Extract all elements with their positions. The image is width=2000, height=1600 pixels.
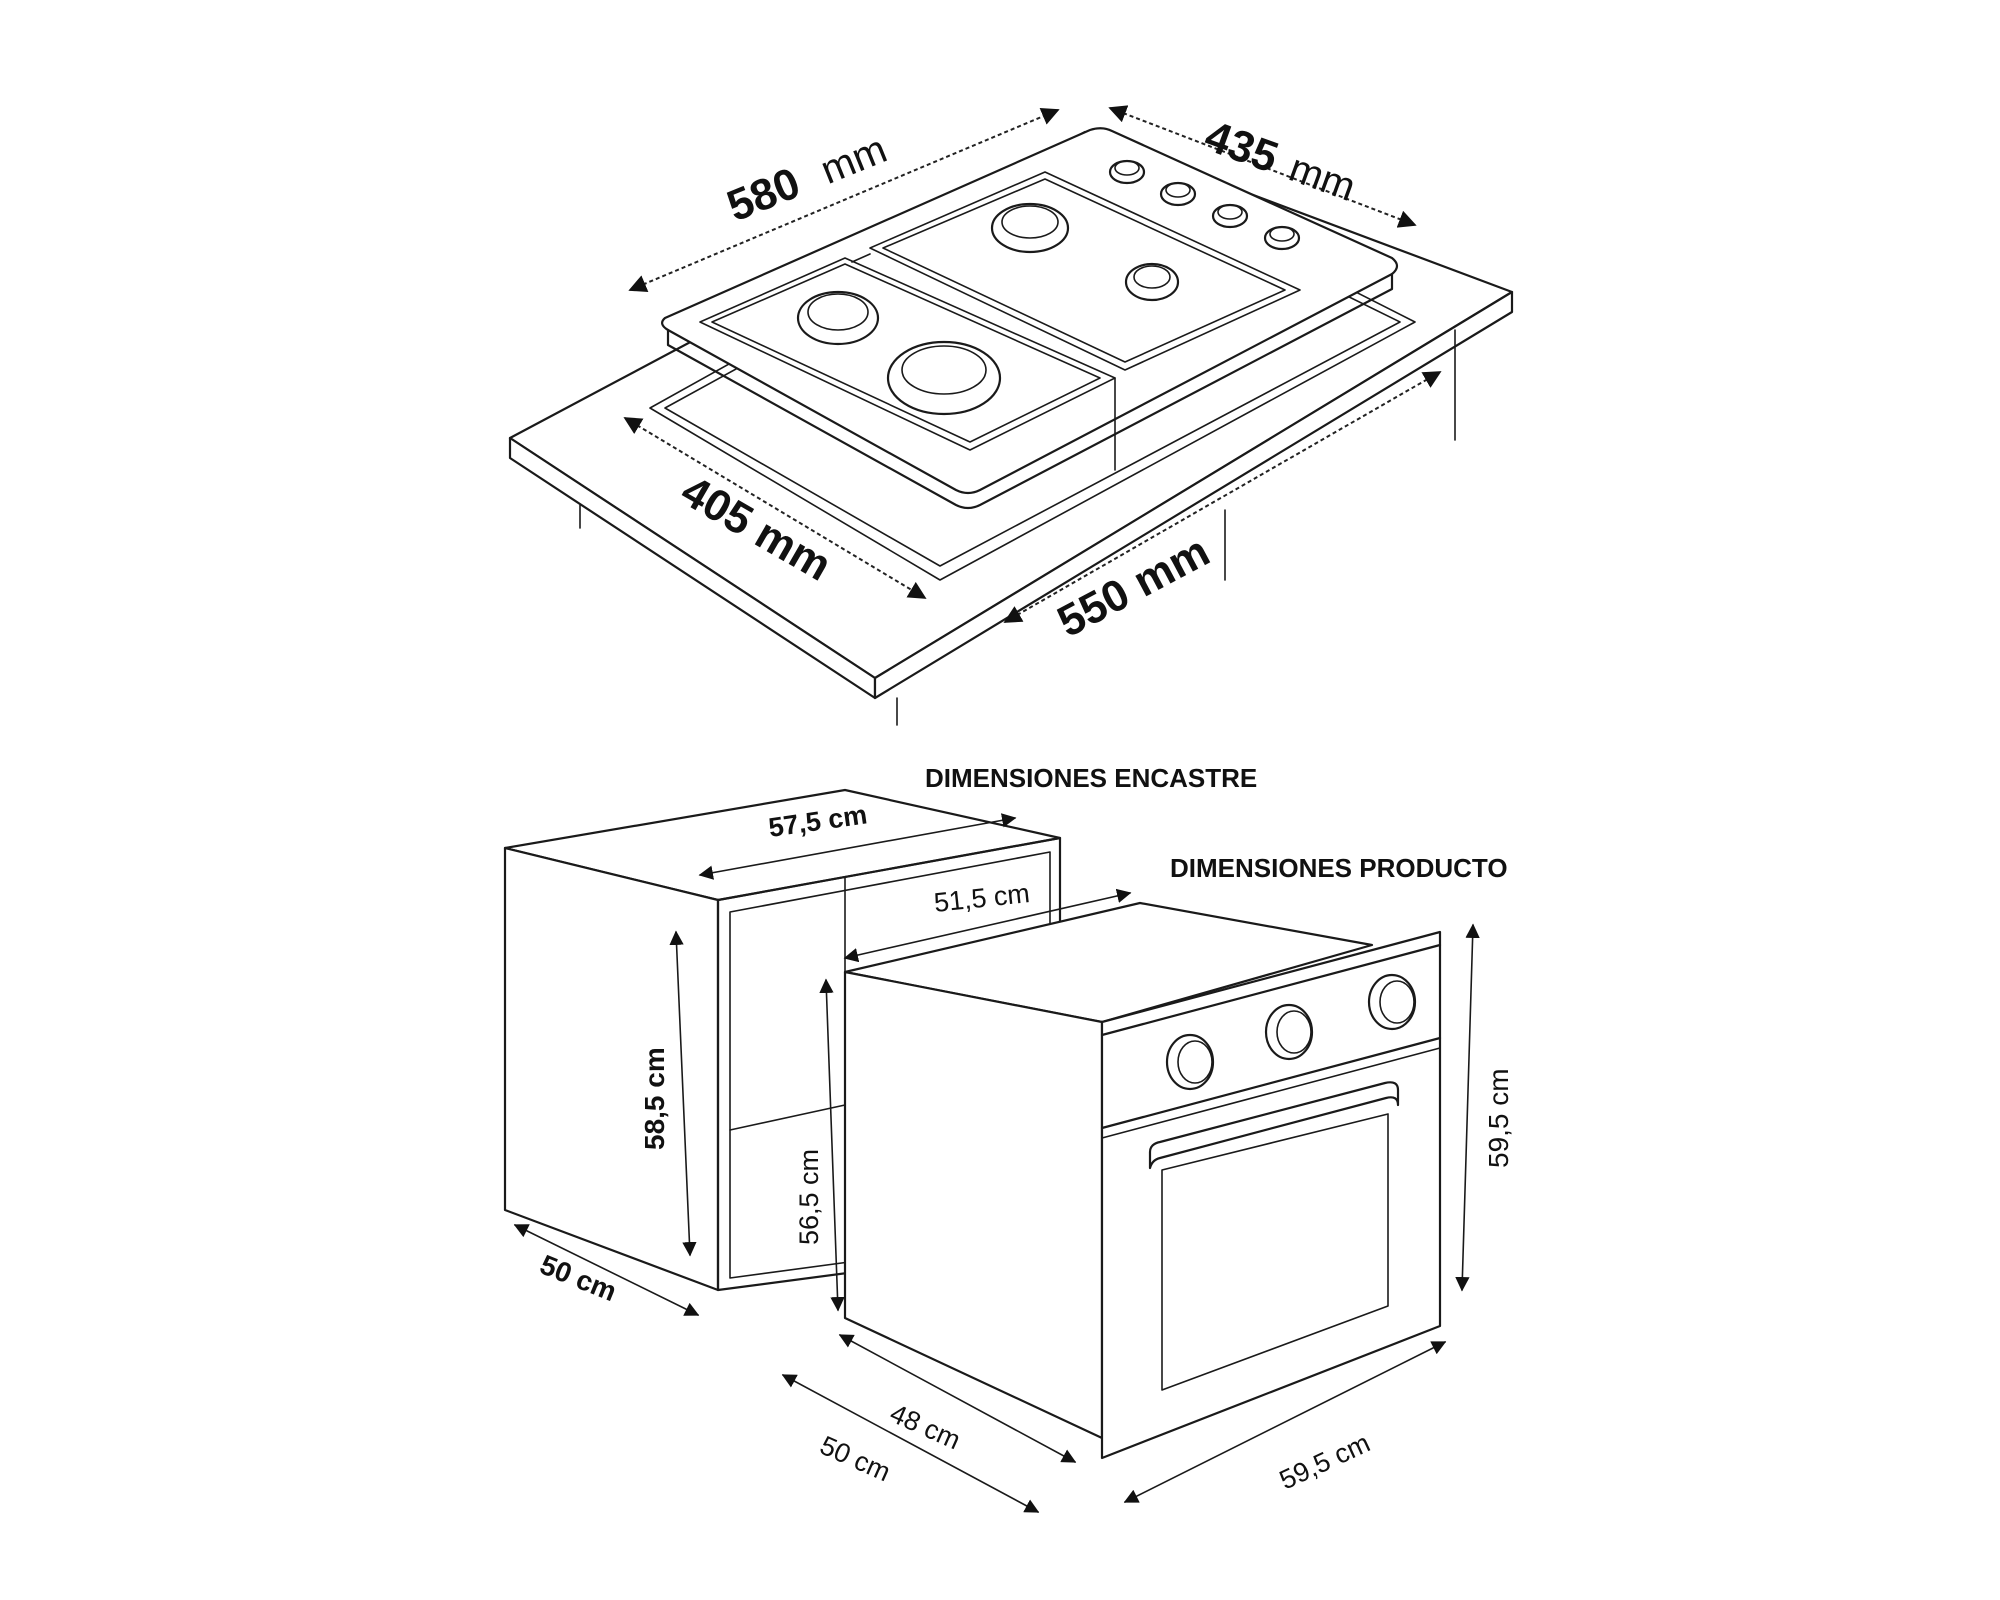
dim-label-body-height: 56,5 cm	[794, 1149, 824, 1245]
dim-arrow-580	[628, 107, 1060, 293]
dim-label-435-value: 435	[1199, 111, 1285, 182]
oven-knobs	[1165, 973, 1417, 1091]
dim-label-niche-height: 58,5 cm	[639, 1047, 670, 1150]
dim-arrow-405	[623, 417, 927, 599]
dim-arrow-body-height	[819, 978, 845, 1312]
dim-label-total-depth: 50 cm	[816, 1430, 895, 1487]
dim-arrow-total-depth	[781, 1374, 1040, 1513]
dim-arrow-front-height	[1455, 923, 1480, 1292]
oven-door-window	[1161, 1113, 1389, 1391]
dim-label-front-height: 59,5 cm	[1483, 1068, 1514, 1168]
dim-label-body-depth: 48 cm	[886, 1398, 965, 1455]
dim-arrow-body-width	[843, 888, 1132, 963]
oven-product	[843, 901, 1442, 1460]
dim-arrow-435	[1108, 105, 1417, 228]
oven-door-handle	[1148, 1081, 1400, 1170]
dim-arrow-niche-depth	[513, 1224, 700, 1316]
title-dimensiones-producto: DIMENSIONES PRODUCTO	[1170, 853, 1508, 883]
hob-drawing: 580 mm 435 mm 405 mm 550 mm	[508, 105, 1514, 726]
burner-rear-right	[1124, 262, 1180, 302]
dim-label-580-unit: mm	[815, 127, 893, 193]
burner-rear-left	[990, 202, 1070, 254]
dim-arrow-front-width	[1123, 1341, 1447, 1503]
dim-label-body-width: 51,5 cm	[932, 878, 1031, 918]
dim-label-front-width: 59,5 cm	[1275, 1428, 1375, 1496]
dim-arrow-niche-height	[669, 930, 697, 1257]
dim-label-435-unit: mm	[1283, 146, 1361, 210]
dim-arrow-niche-width	[698, 813, 1017, 880]
burner-front-left	[796, 290, 880, 346]
dim-label-niche-depth: 50 cm	[536, 1249, 621, 1307]
title-dimensiones-encastre: DIMENSIONES ENCASTRE	[925, 763, 1257, 793]
burner-front-right	[886, 340, 1002, 416]
